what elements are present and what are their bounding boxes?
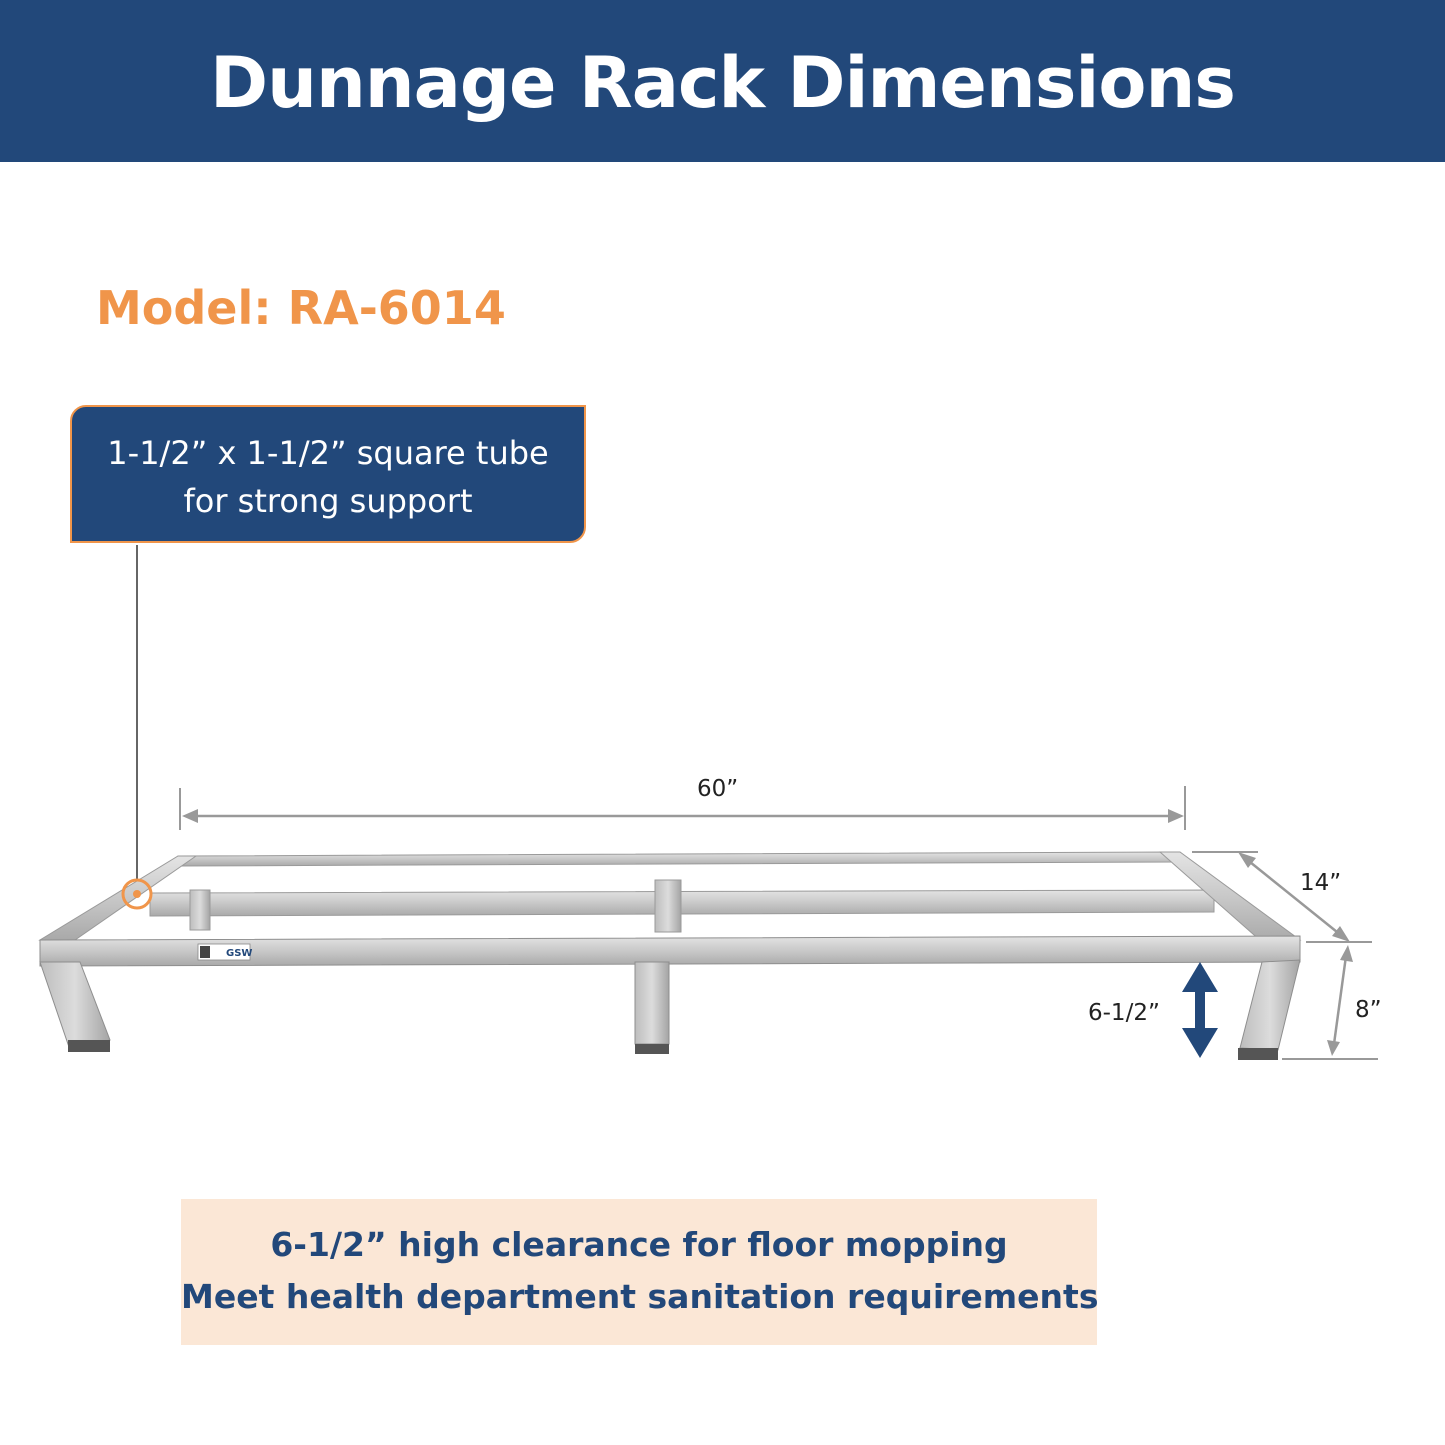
- model-label: Model: RA-6014: [96, 281, 506, 335]
- length-label: 60”: [697, 776, 739, 802]
- header-banner: Dunnage Rack Dimensions: [0, 0, 1445, 162]
- rack-frame: [38, 851, 1302, 1060]
- note-line-2: Meet health department sanitation requir…: [181, 1277, 1099, 1316]
- note-line-1: 6-1/2” high clearance for floor mopping: [270, 1225, 1008, 1264]
- callout-line-1: 1-1/2” x 1-1/2” square tube: [107, 434, 549, 472]
- tube-marker-icon: [121, 878, 153, 910]
- depth-label: 14”: [1300, 870, 1342, 896]
- callout-line-2: for strong support: [183, 482, 473, 520]
- tube-callout: 1-1/2” x 1-1/2” square tube for strong s…: [70, 405, 586, 543]
- clearance-label: 6-1/2”: [1088, 1000, 1160, 1026]
- clearance-arrow-icon: [1182, 962, 1218, 1058]
- height-dimension: [1282, 945, 1378, 1060]
- height-label: 8”: [1355, 997, 1382, 1023]
- page-title: Dunnage Rack Dimensions: [210, 42, 1236, 124]
- product-label-text: GSW: [226, 948, 252, 959]
- clearance-note: 6-1/2” high clearance for floor mopping …: [181, 1199, 1099, 1345]
- depth-dimension: [1192, 851, 1372, 943]
- product-label: GSW: [197, 943, 252, 961]
- length-dimension: [179, 786, 1186, 830]
